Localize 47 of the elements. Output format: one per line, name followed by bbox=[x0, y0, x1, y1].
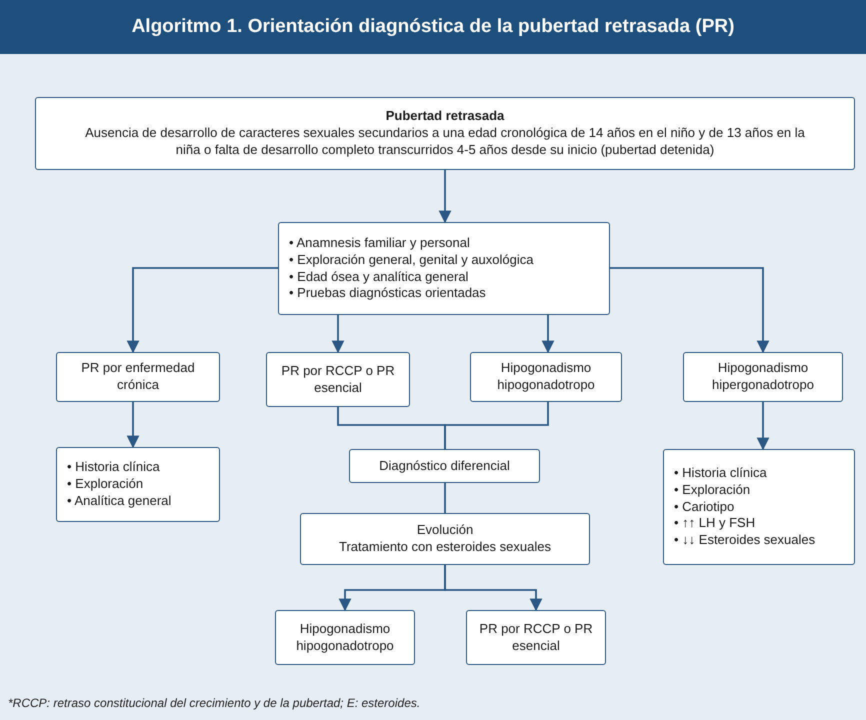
arrow bbox=[126, 267, 278, 354]
box-text: Evolución bbox=[416, 522, 474, 539]
process-box bbox=[56, 352, 220, 402]
title-banner: Algoritmo 1. Orientación diagnóstica de la pubertad retrasada (PR) bbox=[0, 0, 866, 54]
list-item: • Pruebas diagnósticas orientadas bbox=[289, 285, 487, 302]
box-heading: Pubertad retrasada bbox=[386, 108, 504, 126]
connector-line bbox=[444, 402, 549, 449]
list-item: • Exploración general, genital y auxológica bbox=[289, 252, 534, 268]
box-text: Tratamiento con esteroides sexuales bbox=[339, 539, 551, 556]
arrow bbox=[444, 565, 542, 612]
process-box bbox=[349, 449, 540, 483]
list-item: • Exploración bbox=[67, 476, 144, 493]
list-item: • Cariotipo bbox=[674, 498, 736, 516]
list-item: • Exploración bbox=[674, 482, 752, 499]
process-box bbox=[470, 352, 622, 402]
box-text: Diagnóstico diferencial bbox=[379, 458, 510, 474]
box-text: Hipogonadismo hipogonadotropo bbox=[496, 360, 596, 394]
list-item: • ↓↓ Esteroides sexuales bbox=[674, 532, 816, 550]
list-item: • Anamnesis familiar y personal bbox=[289, 234, 471, 252]
box-text: PR por enfermedad crónica bbox=[80, 360, 196, 394]
list-item: • Edad ósea y analítica general bbox=[289, 268, 470, 286]
box-text: PR por RCCP o PR esencial bbox=[280, 362, 396, 396]
arrow bbox=[756, 402, 770, 450]
checklist-box bbox=[278, 222, 610, 315]
arrow bbox=[332, 315, 344, 354]
list-item: • Historia clínica bbox=[67, 459, 161, 476]
box-text: Hipogonadismo hipergonadotropo bbox=[711, 360, 815, 394]
process-box bbox=[300, 513, 590, 565]
arrow bbox=[542, 315, 554, 354]
arrow bbox=[126, 402, 140, 448]
checklist-box bbox=[663, 449, 855, 565]
box-text: Ausencia de desarrollo de caracteres sexuales secundarios a una edad cronológica de 14 años en el niño y de 13 años en la niña o falta de desarrollo completo transcurridos 4-5 años desde su inicio (pubertad detenida) bbox=[84, 125, 806, 159]
arrow bbox=[438, 170, 452, 224]
arrow bbox=[610, 267, 770, 354]
process-box bbox=[275, 610, 415, 665]
box-text: Hipogonadismo hipogonadotropo bbox=[295, 620, 395, 654]
box-text: PR por RCCP o PR esencial bbox=[478, 620, 594, 654]
list-item: • Historia clínica bbox=[674, 464, 768, 482]
connector-line bbox=[444, 483, 446, 513]
list-item: • ↑↑ LH y FSH bbox=[674, 515, 756, 532]
process-box bbox=[466, 610, 606, 665]
process-box bbox=[35, 97, 855, 170]
process-box bbox=[683, 352, 843, 402]
footnote: *RCCP: retraso constitucional del crecimiento y de la pubertad; E: esteroides. bbox=[8, 696, 420, 710]
checklist-box bbox=[56, 447, 220, 522]
process-box bbox=[266, 352, 410, 407]
list-item: • Analítica general bbox=[67, 492, 172, 510]
